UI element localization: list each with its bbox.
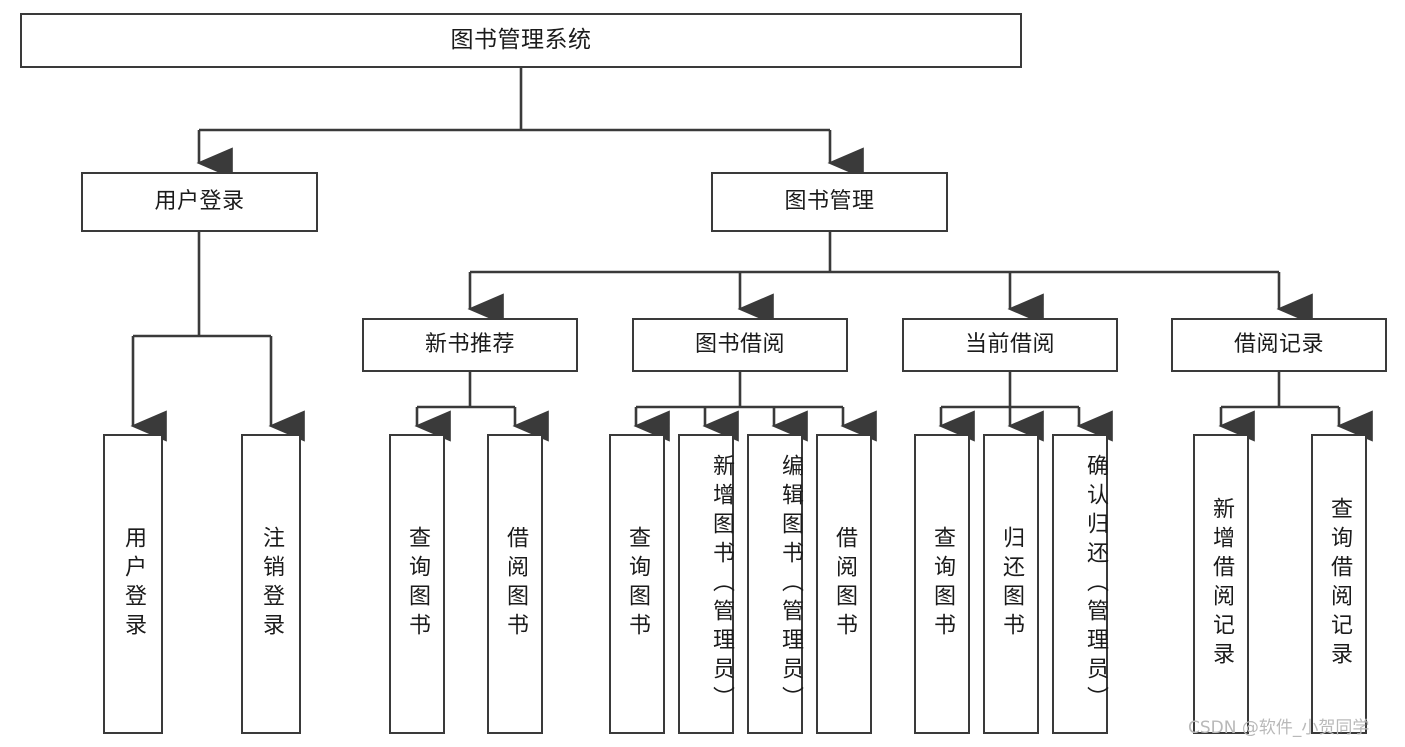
leaf-new-book-query[interactable]: 查询图书 [389, 434, 445, 734]
leaf-current-borrow-confirm-admin[interactable]: 确认归还（管理员） [1052, 434, 1108, 734]
node-current-borrow[interactable]: 当前借阅 [902, 318, 1118, 372]
leaf-book-borrow-edit-admin[interactable]: 编辑图书（管理员） [747, 434, 803, 734]
leaf-borrow-record-query[interactable]: 查询借阅记录 [1311, 434, 1367, 734]
node-new-book-recommend[interactable]: 新书推荐 [362, 318, 578, 372]
leaf-new-book-borrow[interactable]: 借阅图书 [487, 434, 543, 734]
node-book-management[interactable]: 图书管理 [711, 172, 948, 232]
leaf-user-login-login[interactable]: 用户登录 [103, 434, 163, 734]
leaf-user-login-logout[interactable]: 注销登录 [241, 434, 301, 734]
leaf-current-borrow-return[interactable]: 归还图书 [983, 434, 1039, 734]
node-borrow-record[interactable]: 借阅记录 [1171, 318, 1387, 372]
node-root-system[interactable]: 图书管理系统 [20, 13, 1022, 68]
csdn-watermark: CSDN @软件_小贺同学 [1188, 718, 1370, 738]
node-user-login[interactable]: 用户登录 [81, 172, 318, 232]
leaf-current-borrow-query[interactable]: 查询图书 [914, 434, 970, 734]
leaf-borrow-record-add[interactable]: 新增借阅记录 [1193, 434, 1249, 734]
leaf-book-borrow-query[interactable]: 查询图书 [609, 434, 665, 734]
node-book-borrow[interactable]: 图书借阅 [632, 318, 848, 372]
leaf-book-borrow-add-admin[interactable]: 新增图书（管理员） [678, 434, 734, 734]
leaf-book-borrow-borrow[interactable]: 借阅图书 [816, 434, 872, 734]
